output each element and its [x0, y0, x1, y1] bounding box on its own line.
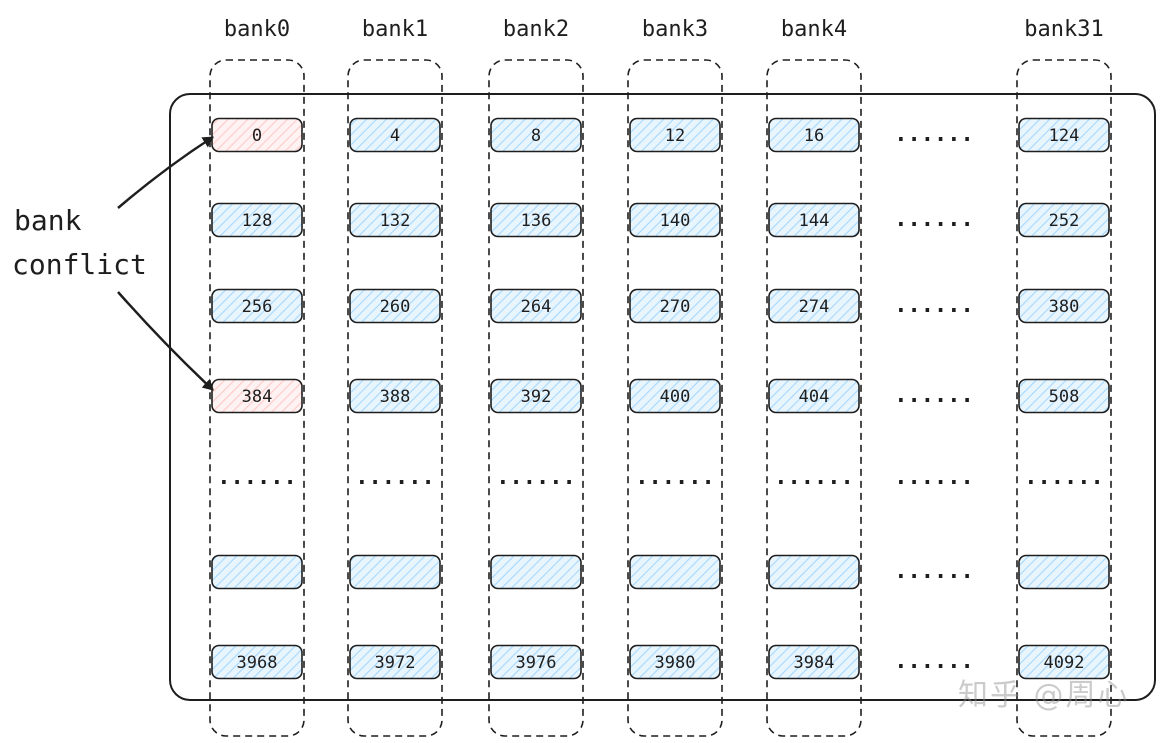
cell-value: 4092	[1044, 653, 1085, 673]
memory-frame	[169, 93, 1156, 701]
cell-value: 264	[521, 297, 552, 317]
cell-value: 270	[660, 297, 691, 317]
bank-column	[488, 59, 584, 737]
cell-value: 400	[660, 387, 691, 407]
bank-cell	[349, 202, 441, 238]
cell-value: 384	[242, 387, 273, 407]
bank-label: bank31	[1024, 17, 1103, 42]
bank-cell	[490, 288, 582, 324]
cell-value: 256	[242, 297, 273, 317]
bank-cell	[490, 378, 582, 414]
conflict-arrow-top	[117, 135, 214, 209]
gap-ellipsis: ......	[894, 559, 973, 584]
cell-value: 274	[799, 297, 830, 317]
bank-label: bank2	[503, 17, 569, 42]
cell-value: 12	[665, 126, 685, 146]
cell-value: 392	[521, 387, 552, 407]
cell-value: 252	[1049, 211, 1080, 231]
bank-cell	[768, 644, 860, 680]
cell-value: 508	[1049, 387, 1080, 407]
cell-value: 16	[804, 126, 824, 146]
cell-value: 124	[1049, 126, 1080, 146]
cell-value: 132	[380, 211, 411, 231]
cell-value: 404	[799, 387, 830, 407]
cell-value: 136	[521, 211, 552, 231]
bank-cell	[211, 288, 303, 324]
gap-ellipsis: ......	[894, 465, 973, 490]
bank-cell	[768, 202, 860, 238]
bank-cell	[768, 378, 860, 414]
bank-label: bank4	[781, 17, 847, 42]
bank-cell	[768, 288, 860, 324]
bank-cell	[629, 117, 721, 153]
bank-label: bank3	[642, 17, 708, 42]
bank-cell	[1018, 117, 1110, 153]
cell-value: 260	[380, 297, 411, 317]
bank-label: bank0	[224, 17, 290, 42]
bank-cell	[629, 554, 721, 590]
cell-value: 3976	[516, 653, 557, 673]
bank-column	[627, 59, 723, 737]
bank-label: bank1	[362, 17, 428, 42]
bank-cell	[768, 554, 860, 590]
bank-cell	[349, 644, 441, 680]
bank-cell	[629, 644, 721, 680]
bank-column	[209, 59, 305, 737]
bank-cell	[1018, 644, 1110, 680]
column-ellipsis: ......	[1024, 465, 1103, 490]
cell-value: 388	[380, 387, 411, 407]
gap-ellipsis: ......	[894, 207, 973, 232]
watermark: 知乎 @周心	[958, 678, 1130, 713]
conflict-cell	[211, 117, 303, 153]
cell-value: 140	[660, 211, 691, 231]
cell-value: 3968	[237, 653, 278, 673]
bank-cell	[349, 117, 441, 153]
bank-cell	[490, 644, 582, 680]
column-ellipsis: ......	[217, 465, 296, 490]
cell-value: 3980	[655, 653, 696, 673]
conflict-label-line-2: conflict	[12, 248, 147, 281]
column-ellipsis: ......	[635, 465, 714, 490]
gap-ellipsis: ......	[894, 383, 973, 408]
cell-value: 128	[242, 211, 273, 231]
bank-cell	[211, 554, 303, 590]
bank-cell	[490, 117, 582, 153]
column-ellipsis: ......	[496, 465, 575, 490]
bank-cell	[629, 378, 721, 414]
gap-ellipsis: ......	[894, 649, 973, 674]
bank-cell	[1018, 554, 1110, 590]
bank-column	[1016, 59, 1112, 737]
bank-cell	[629, 202, 721, 238]
bank-cell	[768, 117, 860, 153]
bank-cell	[211, 644, 303, 680]
gap-ellipsis: ......	[894, 122, 973, 147]
cell-value: 3984	[794, 653, 835, 673]
cell-value: 0	[252, 126, 262, 146]
column-ellipsis: ......	[355, 465, 434, 490]
bank-cell	[211, 202, 303, 238]
bank-column	[347, 59, 443, 737]
cell-value: 144	[799, 211, 830, 231]
bank-cell	[490, 202, 582, 238]
bank-cell	[1018, 202, 1110, 238]
cell-value: 380	[1049, 297, 1080, 317]
conflict-cell	[211, 378, 303, 414]
column-ellipsis: ......	[774, 465, 853, 490]
gap-ellipsis: ......	[894, 293, 973, 318]
bank-cell	[1018, 378, 1110, 414]
bank-cell	[349, 378, 441, 414]
cell-value: 8	[531, 126, 541, 146]
bank-cell	[629, 288, 721, 324]
bank-cell	[1018, 288, 1110, 324]
bank-column	[766, 59, 862, 737]
bank-cell	[349, 554, 441, 590]
conflict-label-line-1: bank	[14, 204, 82, 237]
cell-value: 4	[390, 126, 400, 146]
conflict-arrow-bottom	[117, 291, 214, 391]
bank-cell	[490, 554, 582, 590]
bank-cell	[349, 288, 441, 324]
cell-value: 3972	[375, 653, 416, 673]
